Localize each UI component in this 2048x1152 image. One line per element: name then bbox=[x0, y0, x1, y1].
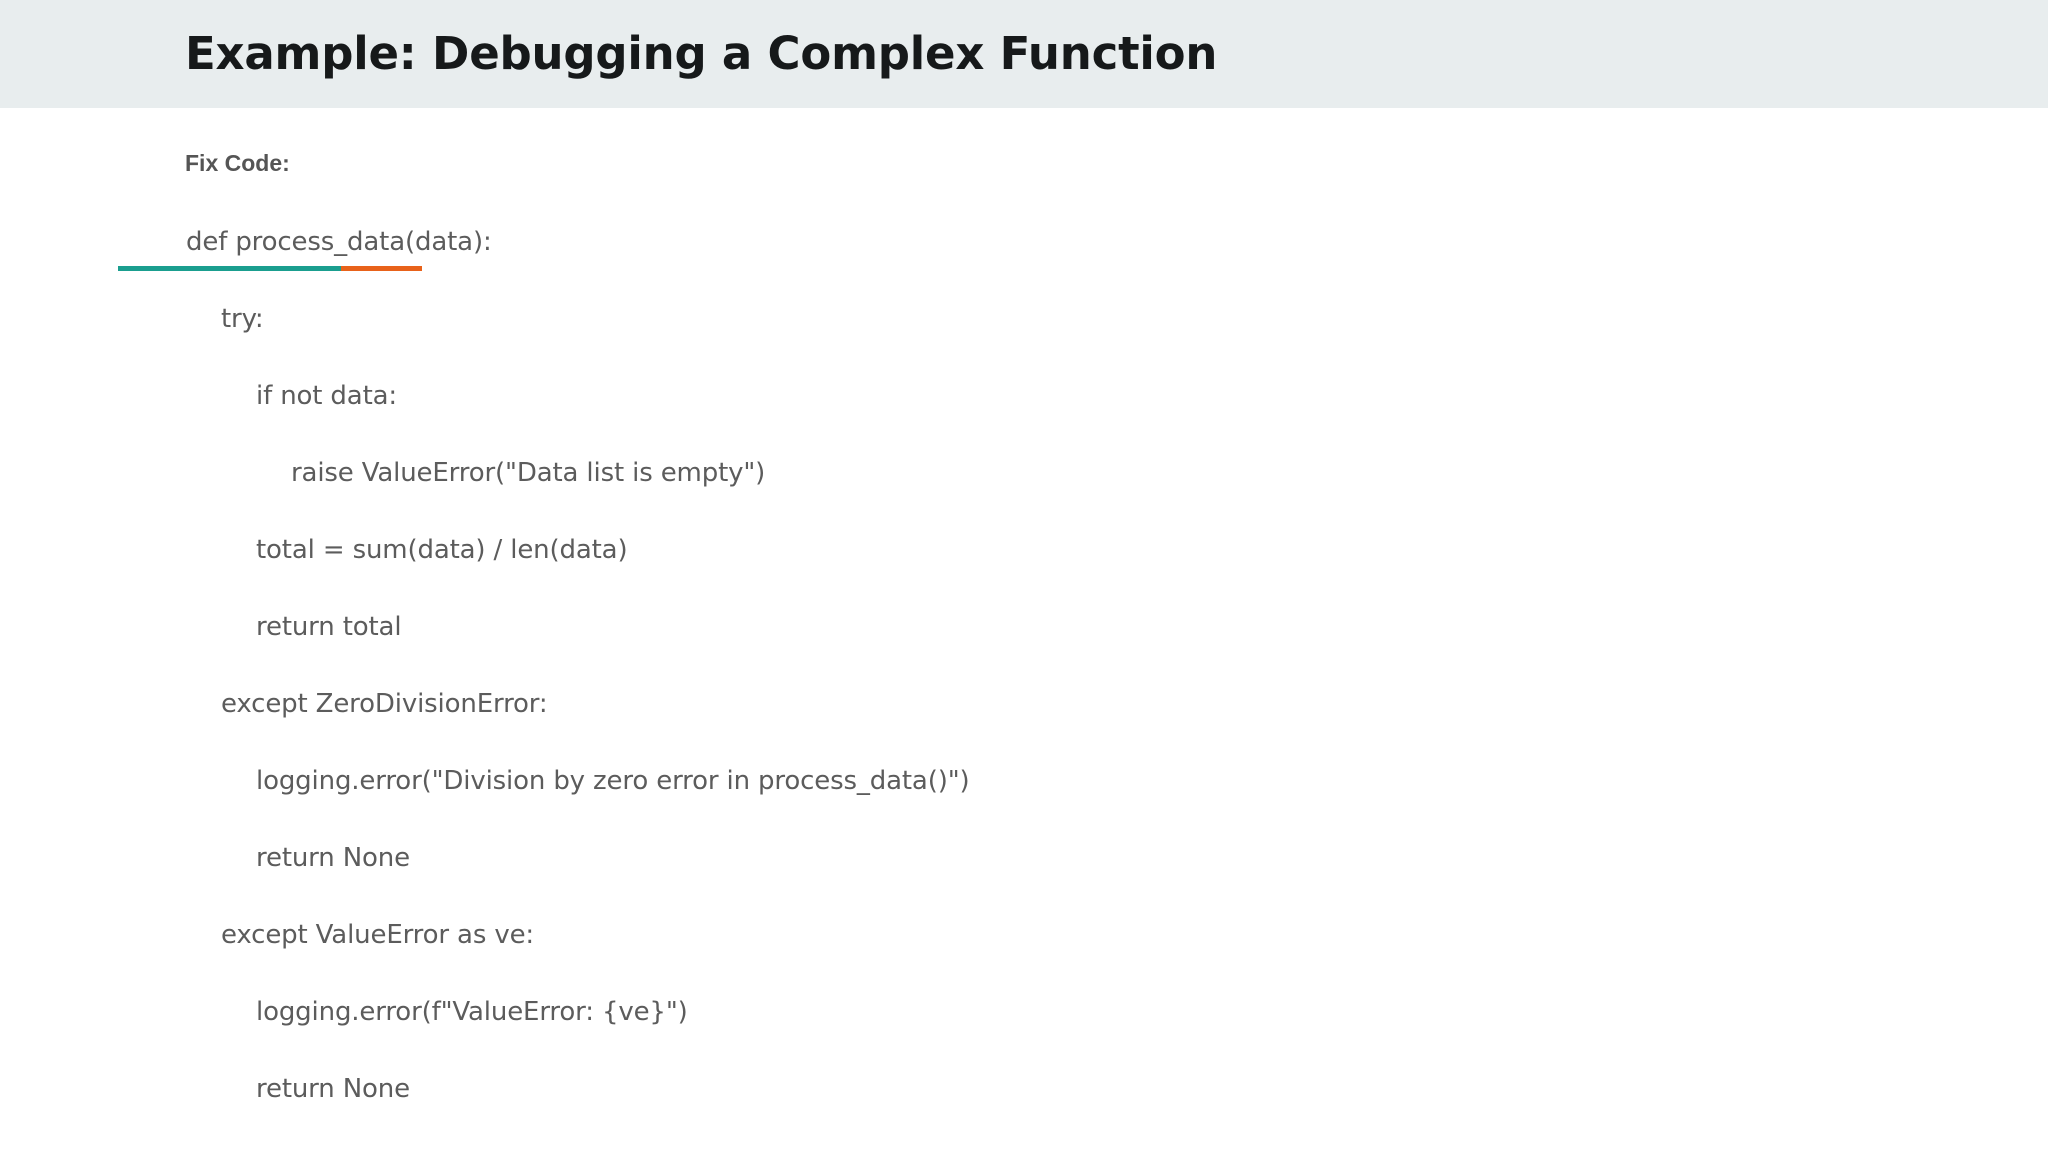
code-line-text: total = sum(data) / len(data) bbox=[256, 535, 628, 565]
page-title: Example: Debugging a Complex Function bbox=[185, 27, 1218, 80]
code-line: try: bbox=[0, 281, 2048, 358]
code-line: def process_data(data): bbox=[0, 204, 2048, 281]
code-line: return total bbox=[0, 589, 2048, 666]
code-line-text: except ValueError as ve: bbox=[221, 920, 535, 950]
code-line-text: return None bbox=[256, 843, 410, 873]
accent-rule bbox=[118, 266, 422, 271]
code-line: if not data: bbox=[0, 358, 2048, 435]
code-line-text: if not data: bbox=[256, 381, 398, 411]
accent-rule-primary-segment bbox=[118, 266, 341, 271]
code-line-text: except ZeroDivisionError: bbox=[221, 689, 548, 719]
code-line: logging.error(f"ValueError: {ve}") bbox=[0, 974, 2048, 1051]
code-line-text: try: bbox=[221, 304, 264, 334]
slide-body: Fix Code: def process_data(data): try: if … bbox=[0, 108, 2048, 1152]
code-line: total = sum(data) / len(data) bbox=[0, 512, 2048, 589]
code-line-text: logging.error(f"ValueError: {ve}") bbox=[256, 997, 688, 1027]
code-line-text: return None bbox=[256, 1074, 410, 1104]
code-line: except ZeroDivisionError: bbox=[0, 666, 2048, 743]
code-line: logging.error("Division by zero error in… bbox=[0, 743, 2048, 820]
code-line: return None bbox=[0, 1051, 2048, 1128]
code-line-text: logging.error("Division by zero error in… bbox=[256, 766, 970, 796]
slide-header: Example: Debugging a Complex Function bbox=[0, 0, 2048, 108]
section-label-fix-code: Fix Code: bbox=[185, 150, 290, 176]
code-line-text: def process_data(data): bbox=[186, 227, 492, 257]
code-line-text: raise ValueError("Data list is empty") bbox=[291, 458, 766, 488]
code-line: raise ValueError("Data list is empty") bbox=[0, 435, 2048, 512]
code-block: def process_data(data): try: if not data: r… bbox=[0, 204, 2048, 1128]
code-line-text: return total bbox=[256, 612, 402, 642]
code-line: except ValueError as ve: bbox=[0, 897, 2048, 974]
accent-rule-secondary-segment bbox=[341, 266, 422, 271]
code-line: return None bbox=[0, 820, 2048, 897]
